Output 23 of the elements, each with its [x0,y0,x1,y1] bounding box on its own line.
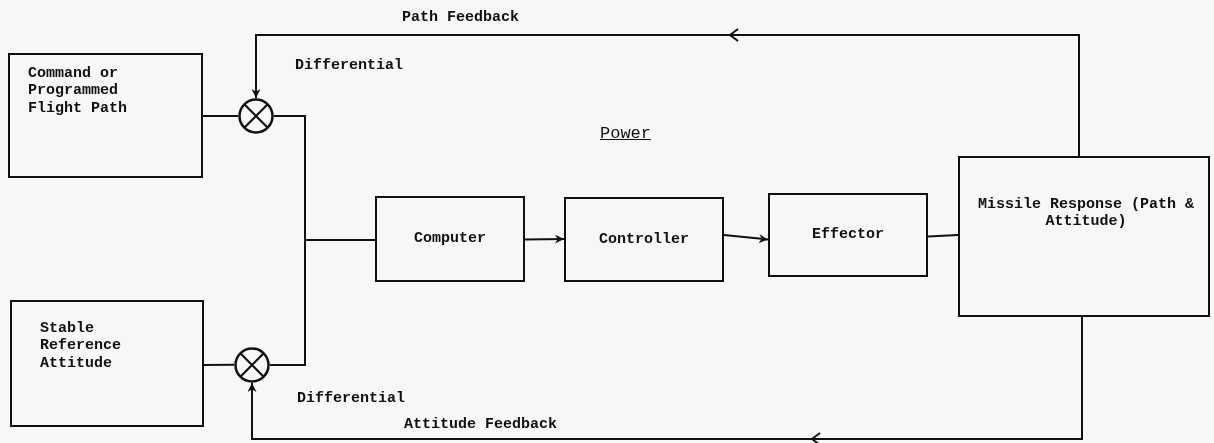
connector-line [203,363,235,366]
process-box [958,156,1210,317]
process-box [8,53,203,178]
process-box [375,196,525,282]
summing-junction [234,347,270,383]
connector-line [269,239,376,366]
feedback-arrow [247,316,1083,443]
connector-line [202,114,239,117]
process-box [10,300,204,427]
feedback-arrow [251,28,1080,157]
arrow [524,234,565,244]
box-label: Command or Programmed Flight Path [28,65,128,117]
arrow [723,234,769,244]
connector-line [927,234,959,238]
section-heading: Power [598,124,653,143]
box-label: Computer [413,230,487,248]
box-label: Missile Response (Path & Attitude) [976,196,1195,231]
box-label: Controller [598,230,690,249]
process-box [768,193,928,277]
process-box [564,197,724,282]
box-label: Stable Reference Attitude [40,320,122,372]
box-label: Effector [811,226,885,244]
summing-junction [238,98,274,134]
